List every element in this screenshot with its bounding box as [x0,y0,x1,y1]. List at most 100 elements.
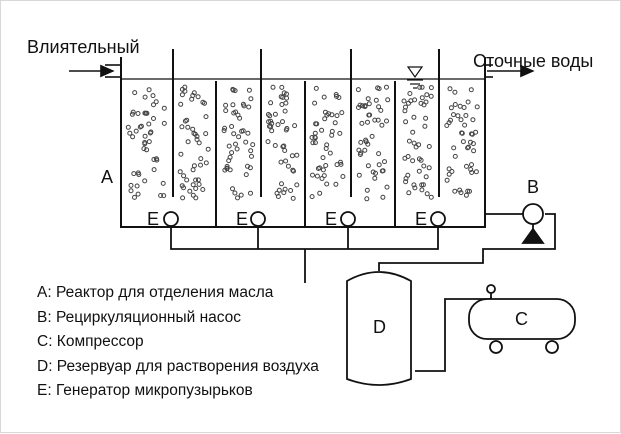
bubble [146,87,152,93]
bubble [462,122,468,128]
bubble [339,110,345,116]
bubble [283,158,289,164]
bubble [200,187,206,192]
bubble [161,120,167,126]
bubble [198,156,204,162]
bubble [411,140,417,146]
bubble [413,144,419,150]
compressor-label: C [515,309,528,329]
bubble [470,117,476,123]
bubble [373,97,379,103]
bubble [137,124,143,130]
bubble [411,182,417,188]
bubble [190,192,196,198]
bubble [161,105,167,111]
bubble [234,146,240,152]
bubble [288,188,294,193]
bubble [198,162,203,168]
bubble [452,89,458,95]
bubble [362,103,368,109]
bubble [452,153,458,159]
bubble [373,170,378,176]
bubble [362,147,368,153]
baffles [172,49,440,227]
bubble [178,151,184,157]
pump-label: B [527,177,540,197]
bubble [406,138,412,144]
bubble [312,140,318,146]
bubble [150,93,156,99]
bubble [419,187,425,193]
bubble [178,101,184,107]
bubble [181,173,187,179]
bubble [378,107,384,113]
bubble [284,126,290,131]
bubble [385,97,391,103]
bubble [177,169,183,175]
bubble [129,111,135,117]
bubble [403,179,409,185]
bubble [376,104,382,110]
bubble [279,84,285,90]
bubble [376,151,382,157]
bubble [245,163,250,169]
bubble [276,187,282,193]
bubble [424,191,430,197]
bubble [317,190,323,196]
bubble [128,188,134,194]
bubble [135,111,141,116]
bubble [203,114,209,120]
bubble [333,92,339,97]
bubble [469,170,475,175]
generator-label-1: E [147,209,160,229]
bubble [243,172,249,178]
bubble [320,155,326,161]
bubble [231,131,237,137]
legend-item-tank: D: Резервуар для растворения воздуха [37,357,319,375]
bubble [357,102,363,108]
bubble [327,150,333,156]
bubble [405,154,411,159]
bubble [268,100,274,106]
compressor-icon [468,284,576,354]
bubble [384,184,390,190]
bubble [187,188,193,194]
bubble [417,84,423,90]
bubble [185,124,191,130]
bubble [463,192,469,198]
bubble [282,148,288,153]
bubble [468,87,474,93]
bubble [423,115,429,121]
bubble [294,152,300,158]
bubble [312,130,318,136]
bubble [249,153,254,159]
bubble [309,194,315,200]
bubble [323,146,329,151]
bubble [452,102,458,107]
bubble [283,100,289,106]
bubble [406,100,411,106]
bubble [321,173,327,179]
bubble [446,171,452,177]
bubble [384,84,389,90]
bubble [412,185,418,191]
bubble [265,112,271,117]
legend-item-generator: E: Генератор микропузырьков [37,382,253,399]
bubble [181,185,186,191]
bubble [313,121,319,127]
bubble [205,146,211,152]
bubble [412,97,418,103]
bubble [151,167,157,173]
bubble [310,140,316,146]
bubble [180,195,186,201]
bubble [410,158,416,164]
bubble [127,130,133,136]
outlet-arrow [485,64,535,78]
bubble [272,143,278,148]
legend: A: Реактор для отделения масла B: Рецирк… [37,281,319,404]
bubble [471,148,477,154]
bubble [334,93,339,99]
bubble [160,180,166,186]
bubble [379,122,385,128]
bubble [419,182,425,188]
